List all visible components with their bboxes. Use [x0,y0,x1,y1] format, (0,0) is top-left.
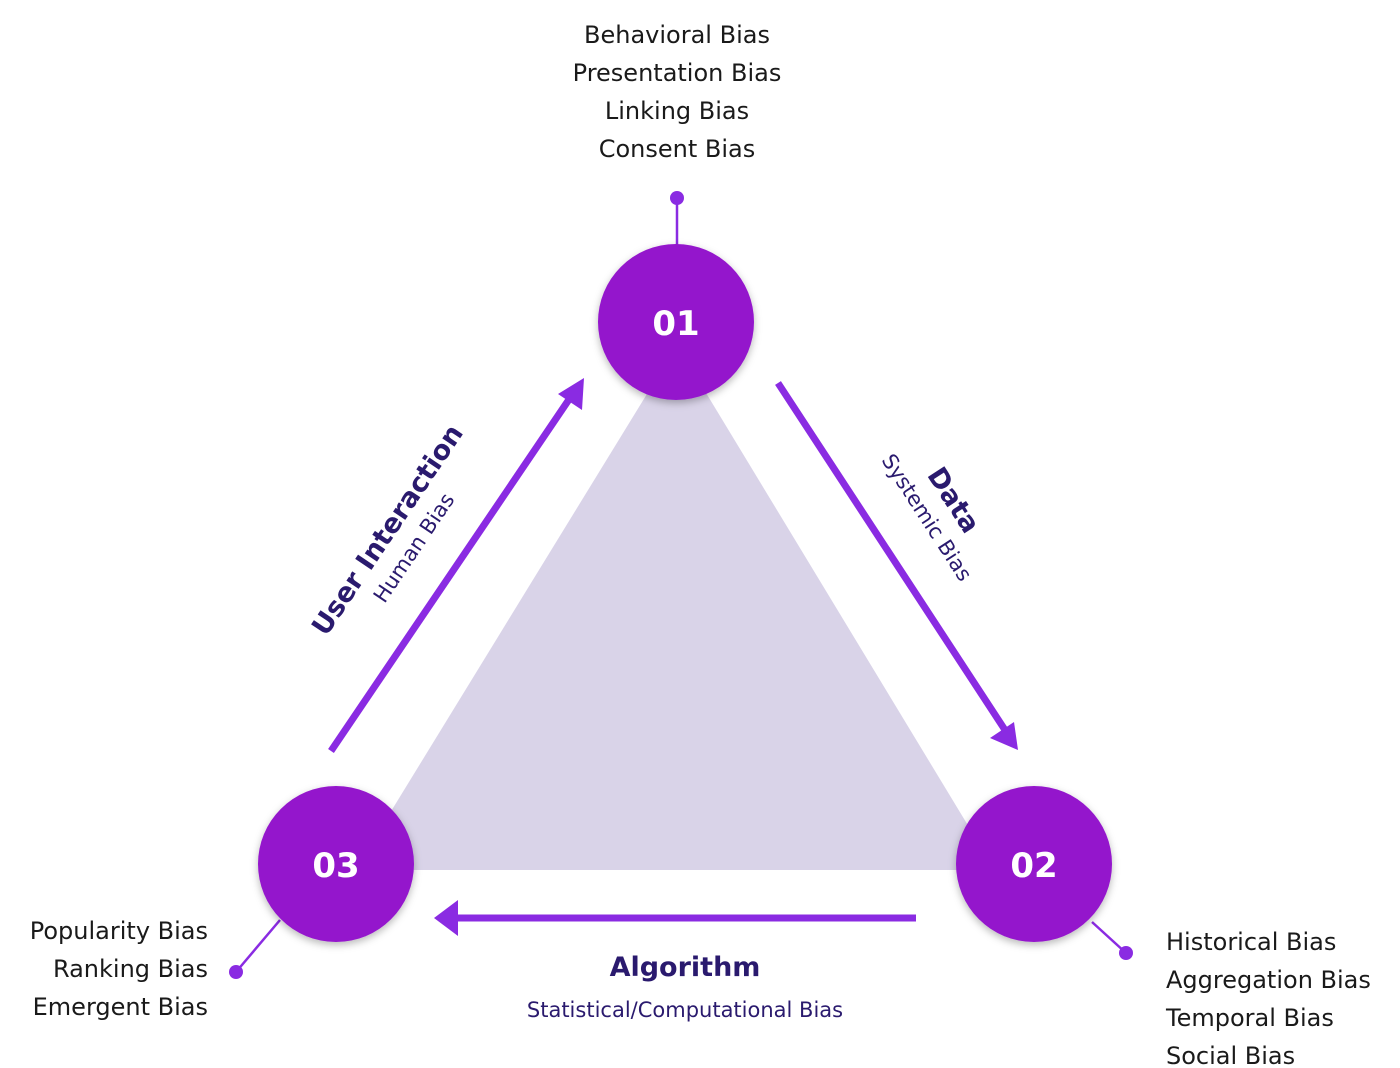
bias-item: Historical Bias [1166,928,1336,956]
connector-03 [229,919,281,979]
edge-subtitle-algorithm: Statistical/Computational Bias [527,998,843,1022]
node-02-label: 02 [1010,846,1057,886]
bias-item: Emergent Bias [33,993,208,1021]
bias-item: Behavioral Bias [584,21,770,49]
node-03-label: 03 [312,846,359,886]
edge-label-user-interaction: User Interaction Human Bias [306,419,470,641]
bias-item: Temporal Bias [1165,1004,1334,1032]
center-triangle [355,345,995,870]
edge-label-algorithm: Algorithm Statistical/Computational Bias [527,952,843,1022]
edge-title-algorithm: Algorithm [610,952,761,983]
node-03: 03 [258,786,414,942]
bias-item: Presentation Bias [573,59,782,87]
bias-item: Popularity Bias [30,917,208,945]
bias-list-02: Historical Bias Aggregation Bias Tempora… [1165,928,1371,1068]
bias-item: Social Bias [1166,1042,1295,1068]
connector-01 [670,191,684,246]
arrow-data [775,381,1018,750]
node-01: 01 [598,244,754,400]
bias-item: Consent Bias [599,135,756,163]
bias-item: Aggregation Bias [1166,966,1371,994]
node-02: 02 [956,786,1112,942]
bias-item: Ranking Bias [53,955,208,983]
bias-item: Linking Bias [605,97,749,125]
arrow-user-interaction [328,378,584,753]
node-01-label: 01 [652,304,699,344]
bias-list-03: Popularity Bias Ranking Bias Emergent Bi… [30,917,208,1021]
connector-02 [1091,921,1133,960]
arrow-algorithm [434,900,916,936]
bias-list-01: Behavioral Bias Presentation Bias Linkin… [573,21,782,163]
edge-title-user-interaction: User Interaction [306,419,470,641]
